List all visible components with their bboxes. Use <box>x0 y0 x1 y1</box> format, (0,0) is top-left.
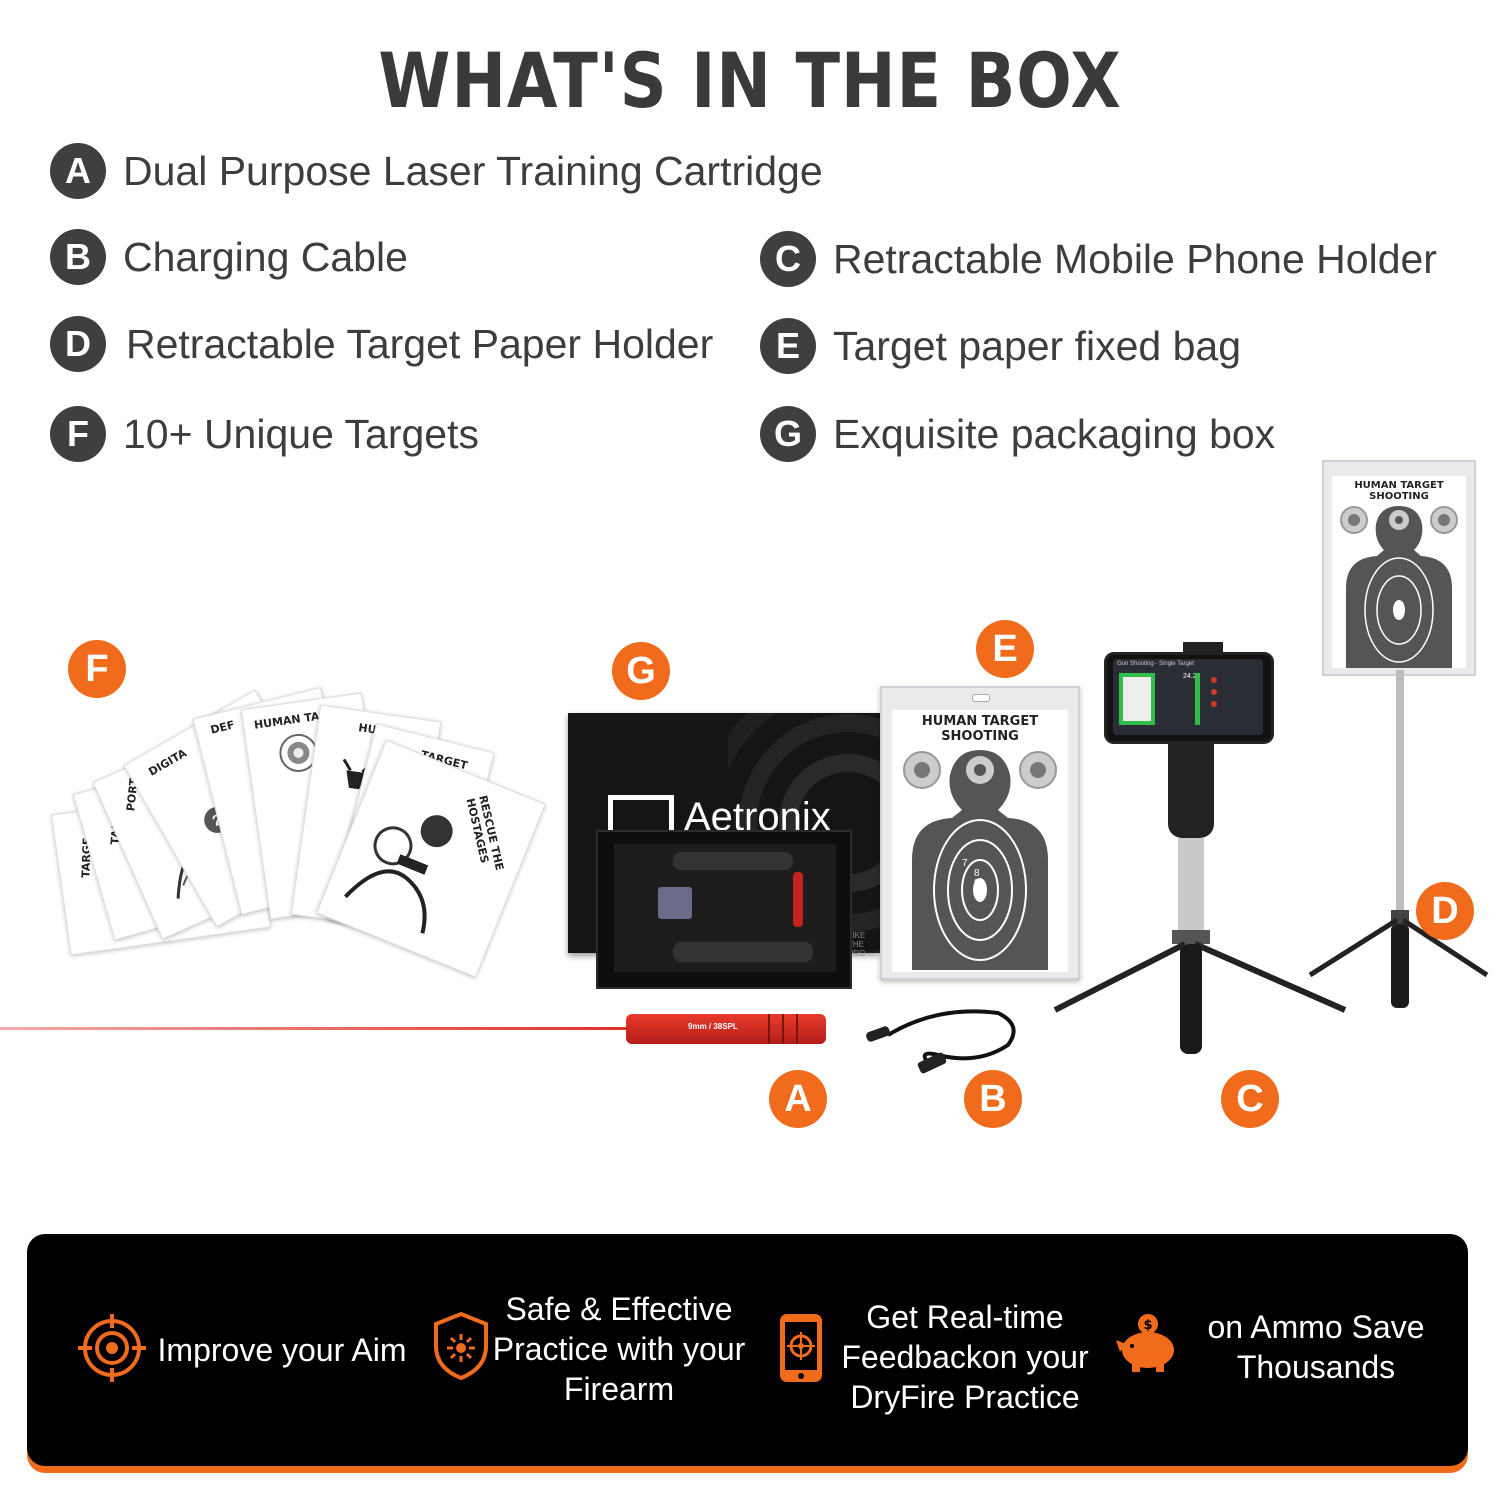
bullseye-icon <box>279 733 318 772</box>
hang-hole <box>972 694 990 702</box>
target-title: HUMAN TARGET SHOOTING <box>1354 480 1444 502</box>
photo-badge-g: G <box>612 642 670 700</box>
phone-dot <box>1211 677 1217 683</box>
badge-c: C <box>760 231 816 287</box>
target-paper-hostage: RESCUE THE HOSTAGES <box>316 739 546 978</box>
target-title: HUMAN TARGET SHOOTING <box>921 714 1039 744</box>
feature-banner <box>27 1234 1468 1466</box>
phone-target-preview <box>1119 673 1155 725</box>
target-stand-paper: HUMAN TARGET SHOOTING <box>1322 460 1476 676</box>
laser-beam <box>0 1027 632 1030</box>
photo-badge-a: A <box>769 1070 827 1128</box>
item-f-label: 10+ Unique Targets <box>123 410 479 457</box>
badge-d: D <box>50 316 106 372</box>
item-e: E Target paper fixed bag <box>760 318 1241 374</box>
laser-cartridge: 9mm / 38SPL <box>626 1014 826 1044</box>
box-tagline: LIKE THE PRO <box>848 931 866 958</box>
target-paper-bag: HUMAN TARGET SHOOTING 7 8 9 <box>880 686 1080 980</box>
phone-bar <box>1195 673 1200 725</box>
paper-title: HUMAN TA <box>253 709 321 732</box>
item-c: C Retractable Mobile Phone Holder <box>760 231 1437 287</box>
page-title: WHAT'S IN THE BOX <box>378 36 1122 125</box>
photo-badge-d: D <box>1416 882 1474 940</box>
item-e-label: Target paper fixed bag <box>833 322 1241 369</box>
piggy-bank-icon: $ <box>1116 1314 1174 1372</box>
phone-screen: Gun Shooting - Single Target 24.2s <box>1113 659 1263 735</box>
item-g-label: Exquisite packaging box <box>833 410 1276 457</box>
svg-text:$: $ <box>1143 1318 1152 1333</box>
feature-text-safe: Safe & Effective Practice with your Fire… <box>492 1291 746 1407</box>
paper-title: DEF <box>209 718 236 737</box>
ring-number: 8 <box>974 868 980 879</box>
ring-number: 7 <box>962 858 968 869</box>
tray-item-red <box>793 872 803 927</box>
charging-cable <box>866 1009 1016 1074</box>
photo-badge-f: F <box>68 640 126 698</box>
phone-value: 24.2s <box>1183 673 1201 680</box>
feature-text-feedback: Get Real-time Feedbackon your DryFire Pr… <box>841 1299 1089 1415</box>
photo-badge-b: B <box>964 1070 1022 1128</box>
feature-text-ammo: on Ammo Save Thousands <box>1207 1309 1425 1385</box>
item-d: D Retractable Target Paper Holder <box>50 316 713 372</box>
photo-badge-c: C <box>1221 1070 1279 1128</box>
phone-header: Gun Shooting - Single Target <box>1117 661 1194 667</box>
phone-dot <box>1211 701 1217 707</box>
photo-badge-e: E <box>976 620 1034 678</box>
box-tray <box>596 830 852 989</box>
item-b-label: Charging Cable <box>123 233 408 280</box>
badge-b: B <box>50 229 106 285</box>
target-sheet: HUMAN TARGET SHOOTING 7 8 9 <box>892 710 1068 972</box>
tray-item <box>673 942 813 962</box>
target-paper-stand <box>1308 670 1489 1008</box>
item-a: A Dual Purpose Laser Training Cartridge <box>50 143 823 199</box>
target-paper: HUMAN TA <box>240 692 392 920</box>
item-a-label: Dual Purpose Laser Training Cartridge <box>123 147 823 194</box>
item-f: F 10+ Unique Targets <box>50 406 479 462</box>
badge-f: F <box>50 406 106 462</box>
paper-title: DIGITA <box>146 746 189 779</box>
item-d-label: Retractable Target Paper Holder <box>126 320 714 367</box>
paper-title: RESCUE THE HOSTAGES <box>463 794 507 872</box>
shield-icon <box>434 1311 488 1381</box>
feature-text-aim: Improve your Aim <box>157 1332 407 1368</box>
crosshair-icon <box>78 1314 146 1382</box>
badge-e: E <box>760 318 816 374</box>
badge-g: G <box>760 406 816 462</box>
mobile-phone: Gun Shooting - Single Target 24.2s <box>1104 652 1274 744</box>
ring-number: 9 <box>974 878 980 889</box>
human-silhouette-target <box>903 750 1057 970</box>
phone-dot <box>1211 689 1217 695</box>
tray-item <box>658 887 692 919</box>
target-sheet: HUMAN TARGET SHOOTING <box>1332 476 1466 668</box>
badge-a: A <box>50 143 106 199</box>
human-silhouette-target <box>1340 506 1458 668</box>
tray-item <box>673 852 793 870</box>
phone-target-icon <box>780 1314 822 1382</box>
item-g: G Exquisite packaging box <box>760 406 1275 462</box>
hostage-illustration-icon <box>344 815 453 934</box>
item-c-label: Retractable Mobile Phone Holder <box>833 235 1437 282</box>
item-b: B Charging Cable <box>50 229 408 285</box>
cartridge-text: 9mm / 38SPL <box>688 1022 738 1031</box>
